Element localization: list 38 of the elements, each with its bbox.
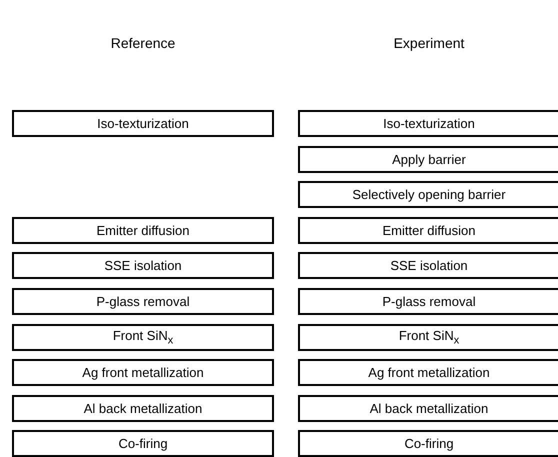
step-label: Front SiN$_{x}$ xyxy=(112,328,174,346)
step-label: SSE isolation xyxy=(104,258,182,274)
process-step-box xyxy=(12,110,274,137)
process-step-box xyxy=(12,288,274,315)
process-step-box xyxy=(298,146,558,173)
step-label: Co-firing xyxy=(404,436,454,452)
step-label: P-glass removal xyxy=(96,294,190,309)
process-step-box xyxy=(298,394,558,422)
step-label: Selectively opening barrier xyxy=(352,187,506,202)
step-label: Front SiN$_{x}$ xyxy=(398,328,460,346)
step-label: Apply barrier xyxy=(392,152,466,167)
step-label: Emitter diffusion xyxy=(96,222,190,238)
step-label: Al back metallization xyxy=(370,400,488,416)
process-step-box xyxy=(298,181,558,208)
step-label: Ag front metallization xyxy=(368,365,490,380)
step-label: Emitter diffusion xyxy=(382,222,476,238)
process-step-box xyxy=(12,324,274,351)
process-step-box xyxy=(298,288,558,315)
process-step-box xyxy=(298,359,558,386)
process-step-box xyxy=(12,252,274,280)
column-heading: Reference xyxy=(110,35,176,51)
process-step-box xyxy=(298,430,558,457)
process-step-box xyxy=(298,324,558,351)
process-step-box xyxy=(298,110,558,137)
process-step-box xyxy=(298,216,558,244)
process-step-box xyxy=(298,252,558,280)
column-heading: Experiment xyxy=(394,35,464,51)
step-label: Co-firing xyxy=(118,436,168,452)
step-label: Al back metallization xyxy=(84,400,202,416)
step-label: Ag front metallization xyxy=(82,365,204,380)
step-label: Iso-texturization xyxy=(383,116,475,131)
step-label: Iso-texturization xyxy=(97,116,189,131)
step-label: P-glass removal xyxy=(382,294,476,309)
process-step-box xyxy=(12,216,274,244)
step-label: SSE isolation xyxy=(390,258,468,274)
process-step-box xyxy=(12,430,274,457)
process-step-box xyxy=(12,359,274,386)
process-step-box xyxy=(12,394,274,422)
